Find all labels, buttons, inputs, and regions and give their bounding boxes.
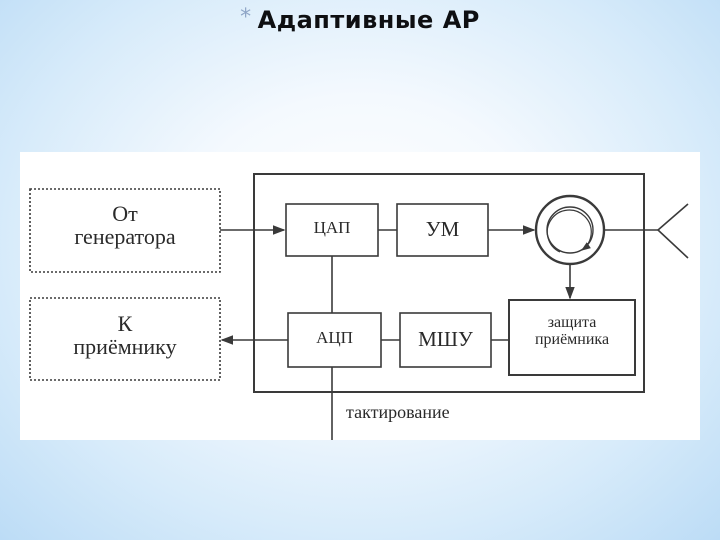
clocking-label: тактирование [346, 402, 450, 422]
module-frame [253, 173, 645, 393]
title-text: Адаптивные АР [257, 6, 480, 34]
slide-title: *Адаптивные АР [0, 5, 720, 34]
adc-label: АЦП [316, 328, 353, 347]
to-receiver-label: К приёмнику [30, 312, 220, 358]
protection-block [508, 299, 636, 376]
block-diagram: От генератора К приёмнику ЦАП УМ АЦП МШУ… [20, 152, 700, 440]
to-receiver-line2: приёмнику [73, 334, 177, 360]
protection-line2: приёмника [534, 330, 610, 348]
from-generator-line2: генератора [74, 224, 176, 250]
dac-label: ЦАП [313, 218, 351, 237]
circulator-outer [534, 194, 606, 266]
from-generator-label: От генератора [30, 202, 220, 248]
protection-line1: защита [547, 314, 597, 331]
power-amp-label: УМ [425, 217, 460, 241]
generator-block [29, 188, 221, 273]
protection-label: защита приёмника [509, 314, 635, 349]
to-receiver-line1: К [117, 311, 133, 336]
title-bullet: * [240, 5, 252, 30]
diagram-lines [29, 173, 689, 440]
lna-label: МШУ [418, 327, 473, 351]
from-generator-line1: От [112, 201, 138, 226]
